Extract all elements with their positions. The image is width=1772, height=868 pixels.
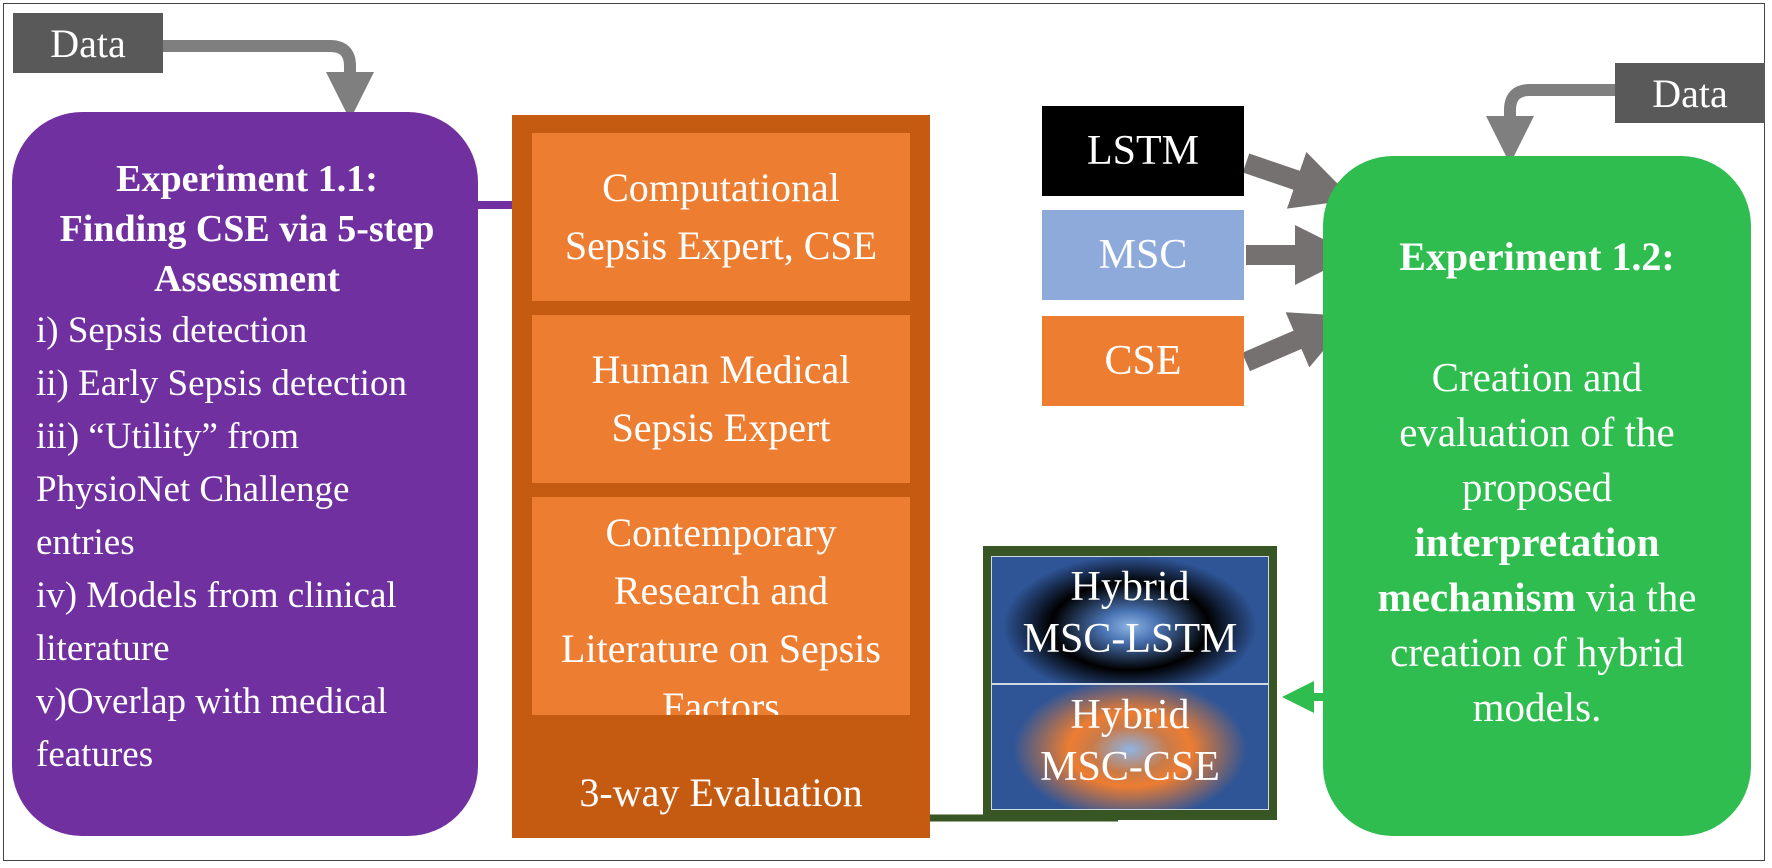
hybrid-msc-lstm-box: Hybrid MSC-LSTM: [991, 556, 1269, 684]
data-tag-left: Data: [13, 13, 163, 73]
list-item: features: [36, 734, 154, 775]
cse-to-exp12-arrow: [1242, 312, 1353, 372]
experiment-1-1-title: Experiment 1.1: Finding CSE via 5-step A…: [59, 158, 435, 300]
list-item: iii) “Utility” from: [36, 416, 300, 457]
experiment-1-2-title: Experiment 1.2:: [1399, 234, 1675, 279]
list-item: entries: [36, 522, 135, 563]
list-item: i) Sepsis detection: [36, 310, 308, 351]
experiment-1-2-description: Creation and evaluation of the proposed …: [1377, 354, 1697, 730]
list-item: v)Overlap with medical: [36, 681, 388, 722]
data-left-arrow: [160, 40, 374, 120]
data-right-arrow: [1486, 84, 1618, 164]
experiment-1-1-box: Experiment 1.1: Finding CSE via 5-step A…: [12, 112, 478, 836]
msc-model-box: MSC: [1042, 210, 1244, 300]
data-tag-right: Data: [1615, 63, 1765, 123]
hybrid-models-group: Hybrid MSC-LSTM Hybrid MSC-CSE: [983, 546, 1277, 820]
list-item: iv) Models from clinical: [36, 575, 397, 616]
assessment-steps-list: i) Sepsis detection ii) Early Sepsis det…: [36, 304, 458, 781]
hybrid-msc-cse-box: Hybrid MSC-CSE: [991, 684, 1269, 810]
experiment-1-2-box: Experiment 1.2: Creation and evaluation …: [1323, 156, 1751, 836]
diagram-frame: [3, 3, 1765, 861]
list-item: ii) Early Sepsis detection: [36, 363, 407, 404]
list-item: PhysioNet Challenge: [36, 469, 350, 510]
list-item: literature: [36, 628, 170, 669]
cse-model-box: CSE: [1042, 316, 1244, 406]
lstm-to-exp12-arrow: [1242, 151, 1354, 209]
lstm-model-box: LSTM: [1042, 106, 1244, 196]
three-way-evaluation-label: 3-way Evaluation: [579, 770, 863, 815]
